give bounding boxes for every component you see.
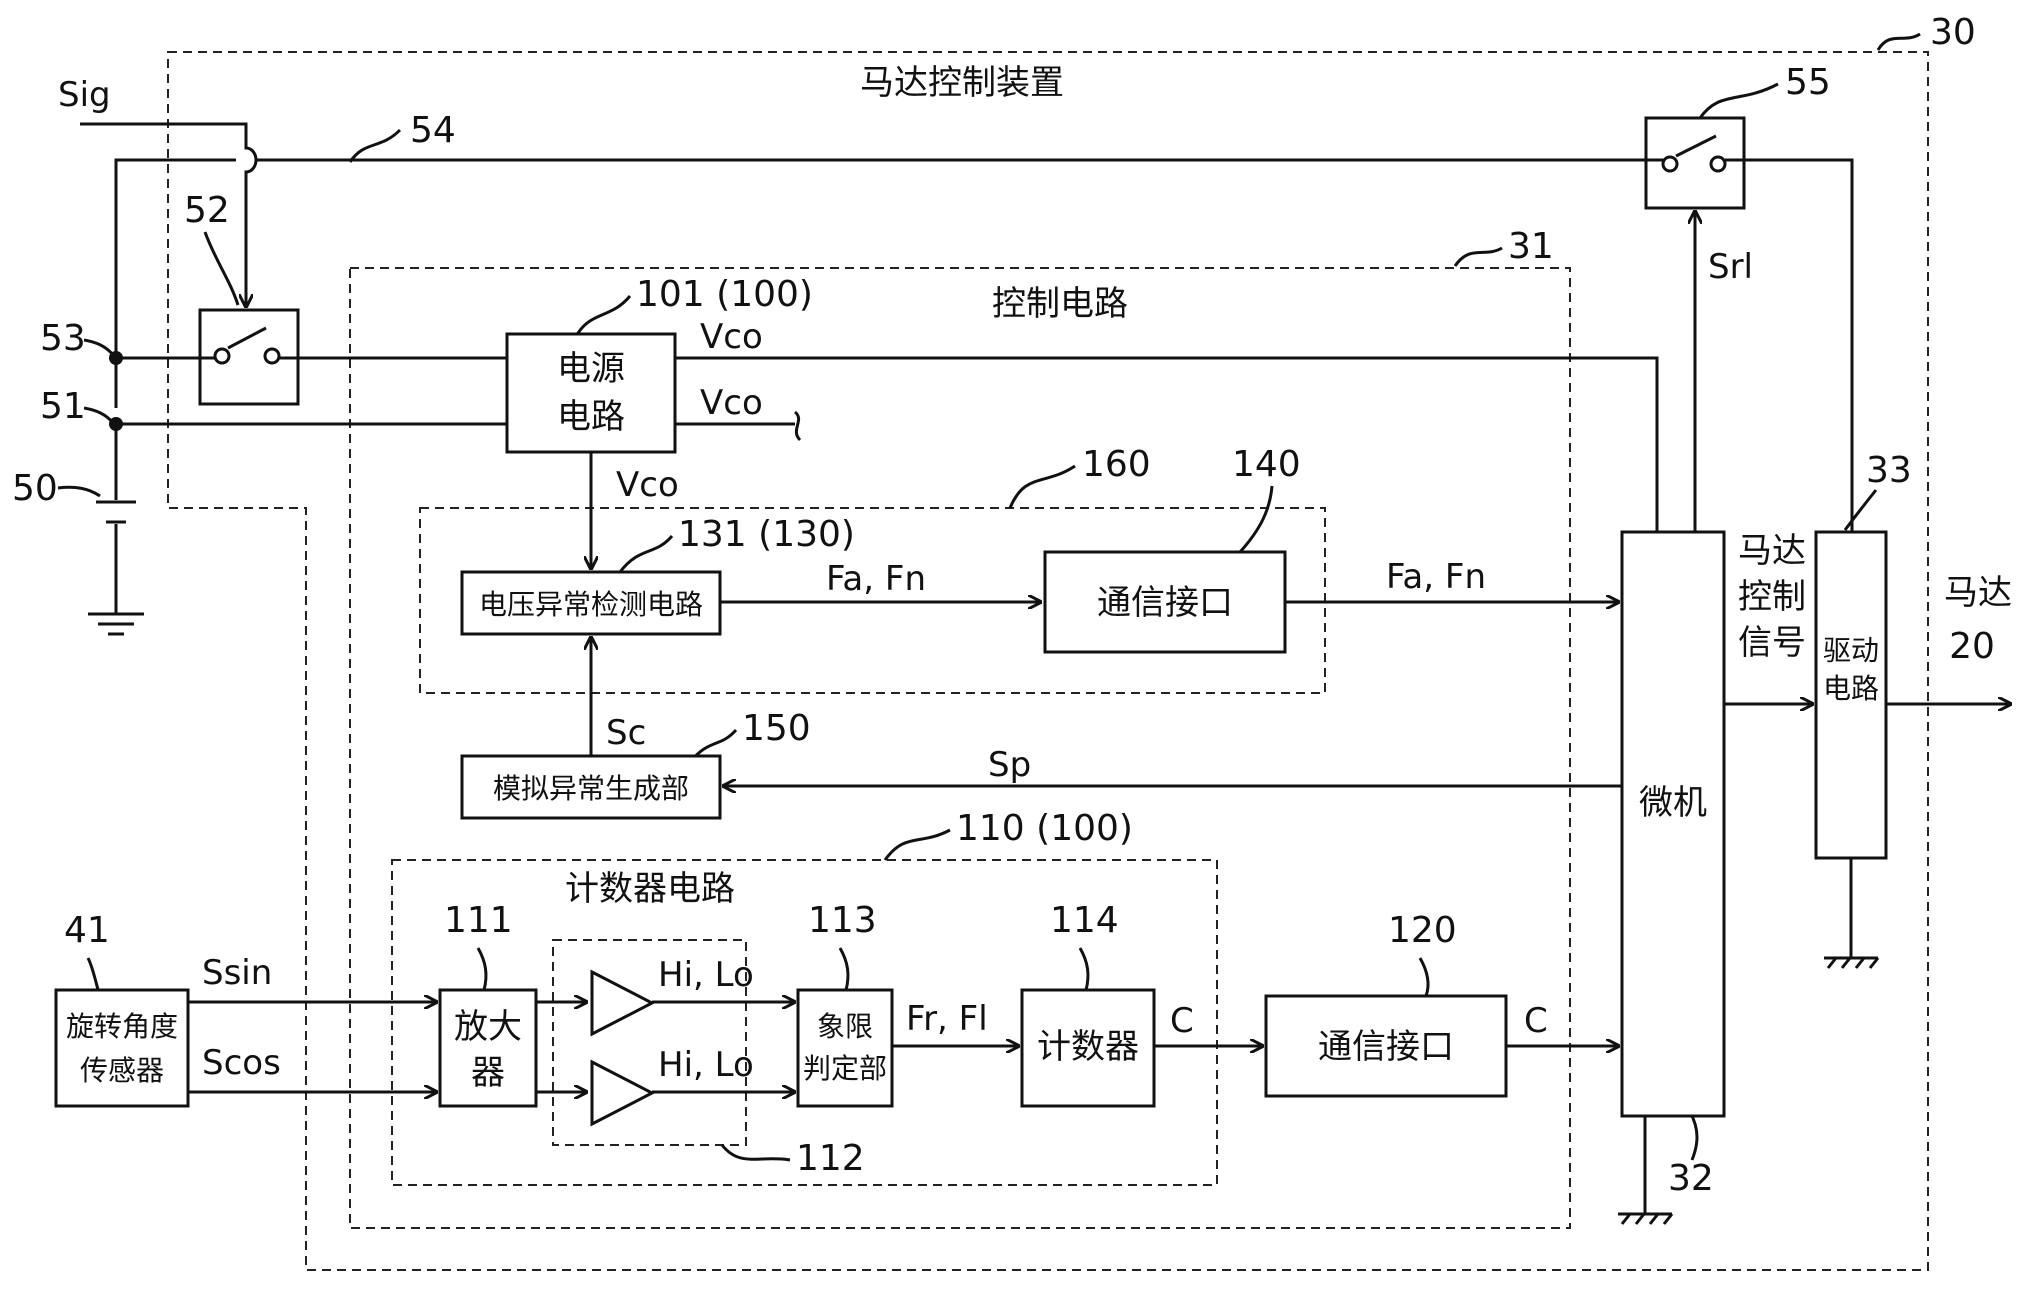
ref-140: 140 — [1232, 444, 1301, 485]
ref-41: 41 — [64, 910, 110, 951]
motor-control-device-boundary — [167, 51, 1929, 1271]
ref-101: 101 (100) — [636, 274, 813, 315]
rotation-sensor-box — [54, 988, 190, 1108]
comparator-1 — [590, 969, 656, 1037]
microcomputer-box — [1620, 530, 1726, 1118]
signal-hilo-2: Hi, Lo — [658, 1045, 754, 1085]
comparator-2 — [590, 1059, 656, 1127]
amplifier-box — [438, 988, 538, 1108]
amplifier-line1: 放大 — [454, 1007, 522, 1047]
comm-interface-top-label: 通信接口 — [1097, 583, 1233, 623]
signal-vco-1: Vco — [700, 317, 763, 357]
ref-110: 110 (100) — [956, 808, 1133, 849]
ref-33: 33 — [1866, 450, 1912, 491]
relay-55 — [1644, 116, 1746, 210]
signal-sc: Sc — [606, 713, 646, 753]
counter-circuit-title: 计数器电路 — [565, 869, 735, 909]
signal-scos: Scos — [202, 1043, 281, 1083]
drive-circuit-box — [1814, 530, 1888, 860]
ref-160: 160 — [1082, 444, 1151, 485]
amplifier-line2: 器 — [471, 1053, 505, 1093]
ref-55: 55 — [1785, 62, 1831, 103]
comm-interface-bottom-label: 通信接口 — [1318, 1027, 1454, 1067]
ref-31: 31 — [1508, 226, 1554, 267]
signal-frfl: Fr, Fl — [906, 999, 988, 1039]
control-circuit-boundary — [349, 267, 1571, 1229]
counter-circuit-boundary — [391, 859, 1218, 1186]
signal-c-1: C — [1170, 1001, 1194, 1041]
signal-c-2: C — [1524, 1001, 1548, 1041]
signal-sig: Sig — [58, 75, 111, 115]
quadrant-box — [796, 988, 894, 1108]
counter-label: 计数器 — [1037, 1027, 1139, 1067]
signal-fafn-1: Fa, Fn — [826, 559, 926, 599]
voltage-detect-label: 电压异常检测电路 — [479, 588, 703, 621]
signal-hilo-1: Hi, Lo — [658, 955, 754, 995]
ref-30: 30 — [1930, 12, 1976, 53]
counter-box — [1020, 988, 1156, 1108]
motor-label-line1: 马达 — [1944, 573, 2012, 613]
ref-150: 150 — [742, 708, 811, 749]
ref-131: 131 (130) — [678, 514, 855, 555]
motor-signal-line2: 控制 — [1738, 577, 1806, 617]
rotation-sensor-line1: 旋转角度 — [66, 1010, 178, 1043]
ref-120: 120 — [1388, 910, 1457, 951]
signal-srl: Srl — [1708, 247, 1753, 287]
sim-abnormal-box — [460, 754, 722, 820]
ref-54: 54 — [410, 110, 456, 151]
ref-51: 51 — [40, 386, 86, 427]
power-circuit-box — [505, 332, 677, 454]
ref-111: 111 — [444, 900, 513, 941]
motor-signal-line1: 马达 — [1738, 531, 1806, 571]
voltage-detect-box — [460, 570, 722, 636]
microcomputer-label: 微机 — [1639, 783, 1707, 823]
signal-vco-3: Vco — [616, 465, 679, 505]
ref-32: 32 — [1668, 1158, 1714, 1199]
power-circuit-line2: 电路 — [557, 397, 625, 437]
drive-circuit-line1: 驱动 — [1823, 634, 1879, 667]
device-title: 马达控制装置 — [860, 63, 1064, 103]
rotation-sensor-line2: 传感器 — [80, 1054, 164, 1087]
drive-circuit-line2: 电路 — [1823, 672, 1879, 705]
comm-interface-bottom-box — [1264, 994, 1508, 1098]
ref-52: 52 — [184, 190, 230, 231]
sim-abnormal-label: 模拟异常生成部 — [493, 772, 689, 805]
motor-label-line2: 20 — [1949, 626, 1995, 667]
comparator-group-boundary — [552, 939, 747, 1146]
signal-vco-2: Vco — [700, 383, 763, 423]
signal-ssin: Ssin — [202, 953, 272, 993]
quadrant-line1: 象限 — [817, 1010, 873, 1043]
power-circuit-line1: 电源 — [557, 349, 625, 389]
ref-114: 114 — [1050, 900, 1119, 941]
ref-53: 53 — [40, 318, 86, 359]
ref-112: 112 — [796, 1138, 865, 1179]
signal-sp: Sp — [988, 745, 1031, 785]
motor-signal-line3: 信号 — [1738, 623, 1806, 663]
control-circuit-title: 控制电路 — [992, 284, 1128, 324]
ref-113: 113 — [808, 900, 877, 941]
signal-fafn-2: Fa, Fn — [1386, 557, 1486, 597]
ref-50: 50 — [12, 468, 58, 509]
comm-interface-top-box — [1043, 550, 1287, 654]
quadrant-line2: 判定部 — [803, 1052, 887, 1085]
